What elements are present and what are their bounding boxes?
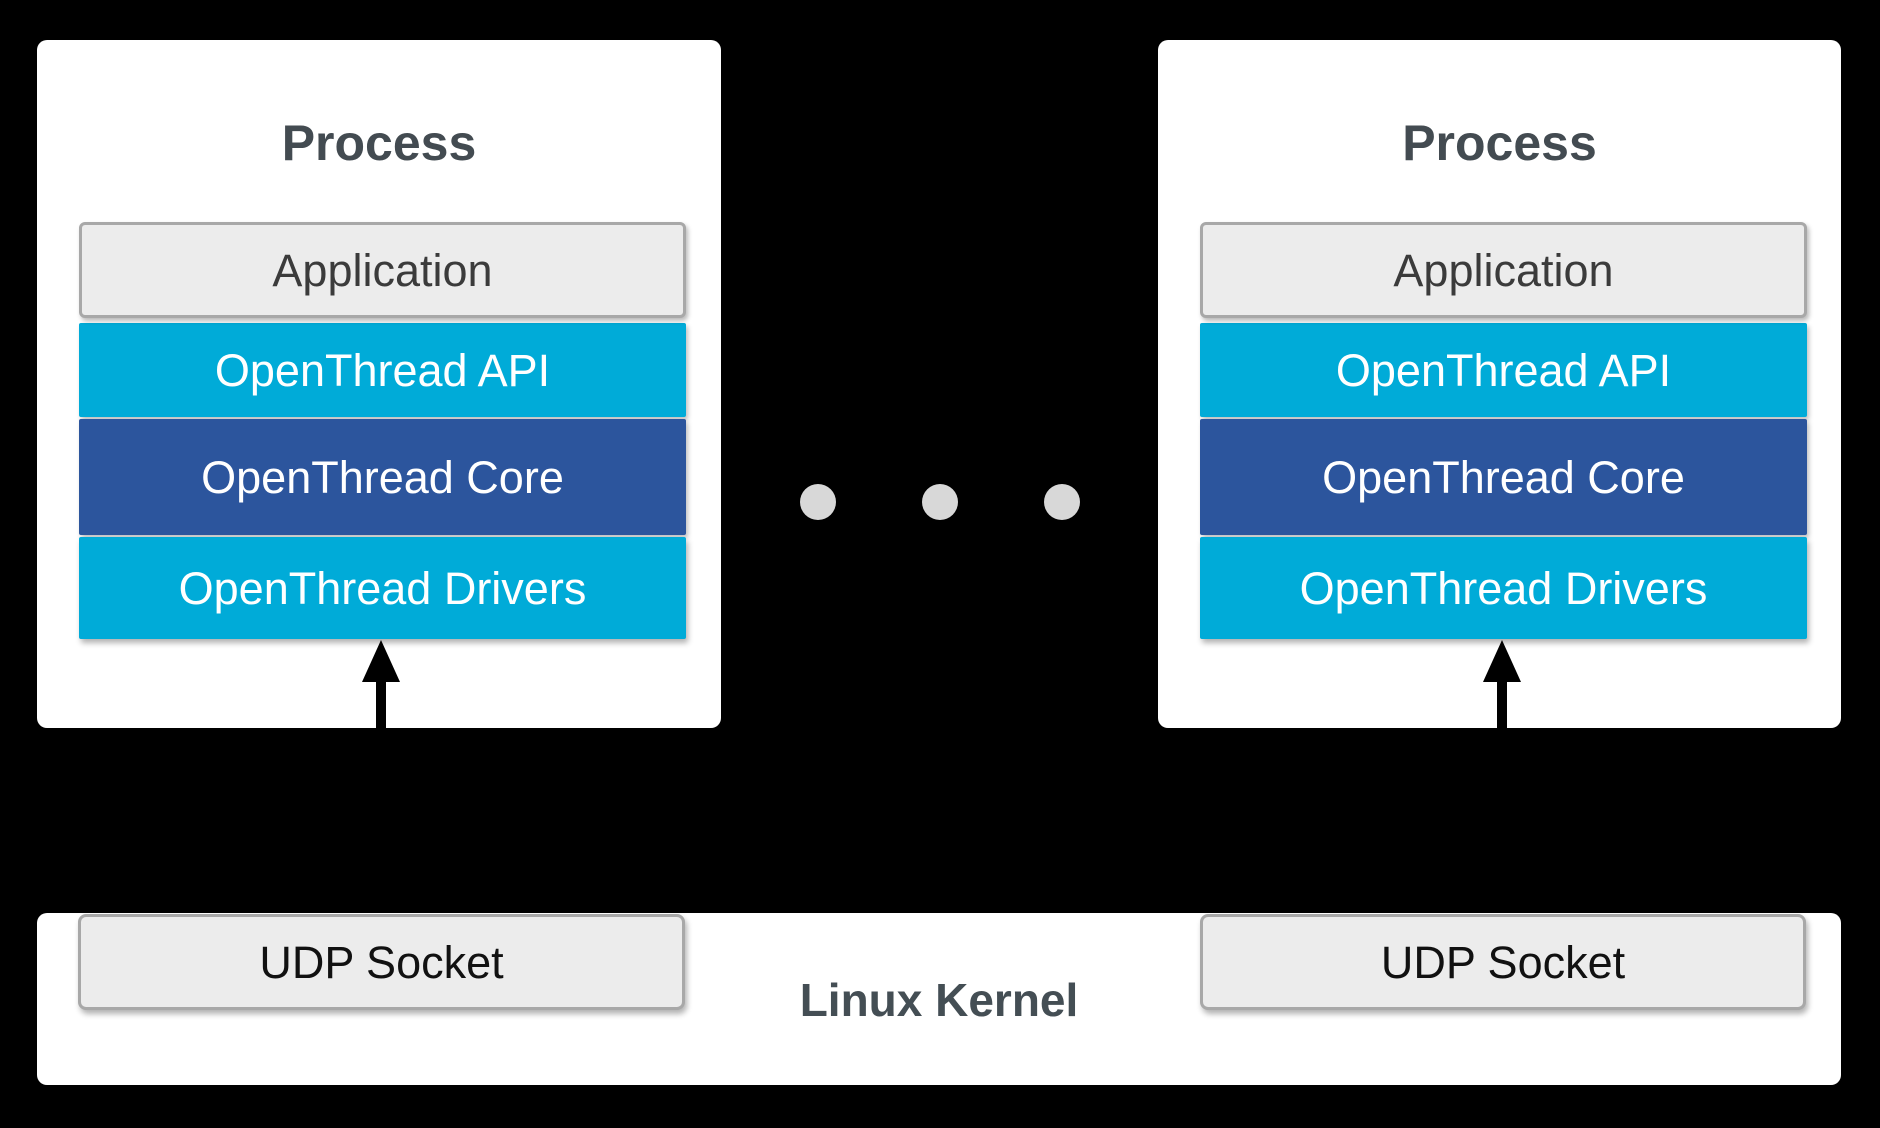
layer-application: Application	[79, 222, 686, 318]
layer-openthread-core: OpenThread Core	[79, 419, 686, 535]
process-card-right: Process Application OpenThread API OpenT…	[1158, 40, 1841, 728]
uplink-arrow-right	[1476, 638, 1528, 730]
arrow-up-icon	[362, 640, 400, 730]
openthread-layer-stack-right: Application OpenThread API OpenThread Co…	[1200, 222, 1807, 639]
arrow-up-icon	[1483, 640, 1521, 730]
layer-openthread-core: OpenThread Core	[1200, 419, 1807, 535]
layer-openthread-api: OpenThread API	[1200, 323, 1807, 417]
more-processes-ellipsis	[800, 482, 1080, 522]
layer-openthread-drivers: OpenThread Drivers	[1200, 537, 1807, 639]
udp-socket-box-right: UDP Socket	[1200, 914, 1806, 1010]
process-card-left: Process Application OpenThread API OpenT…	[37, 40, 721, 728]
ellipsis-dot	[1044, 484, 1080, 520]
kernel-title: Linux Kernel	[799, 974, 1079, 1026]
layer-openthread-api: OpenThread API	[79, 323, 686, 417]
linux-kernel-card: Linux Kernel UDP Socket UDP Socket	[37, 913, 1841, 1085]
process-title: Process	[1402, 115, 1597, 171]
uplink-arrow-left	[355, 638, 407, 730]
udp-socket-box-left: UDP Socket	[78, 914, 685, 1010]
layer-application: Application	[1200, 222, 1807, 318]
openthread-layer-stack-left: Application OpenThread API OpenThread Co…	[79, 222, 686, 639]
layer-openthread-drivers: OpenThread Drivers	[79, 537, 686, 639]
process-title: Process	[281, 115, 477, 171]
ellipsis-dot	[800, 484, 836, 520]
ellipsis-dot	[922, 484, 958, 520]
